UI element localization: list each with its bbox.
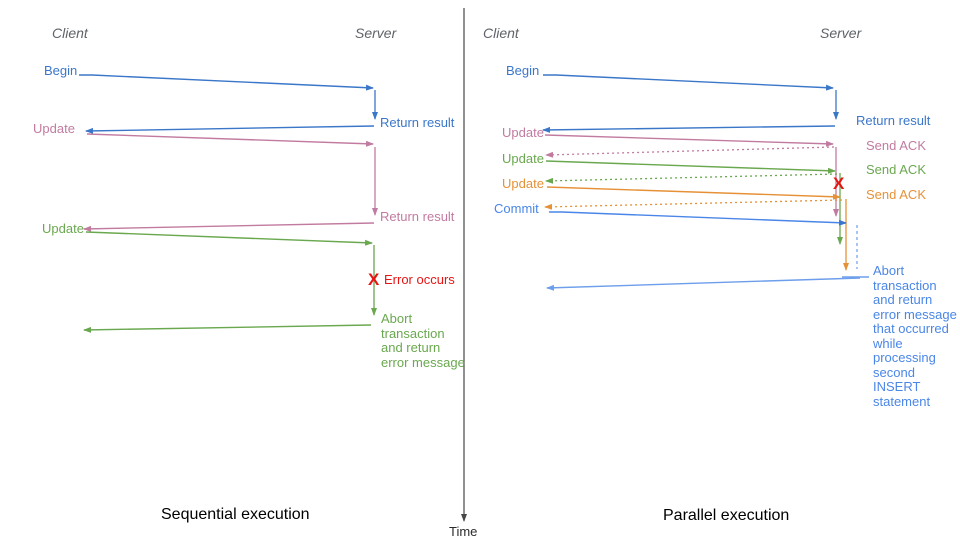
seq-abort-return-arrow — [83, 324, 372, 333]
seq-server-header: Server — [355, 25, 397, 41]
par-begin-label: Begin — [506, 63, 540, 78]
par-send-ack-3-label: Send ACK — [866, 187, 926, 202]
par-abort-note: Abort transaction and return error messa… — [873, 263, 957, 409]
par-update-3-label: Update — [502, 176, 544, 191]
seq-return-result-1-arrow — [85, 125, 375, 134]
par-commit-label: Commit — [494, 201, 539, 216]
par-send-ack-2-arrow — [545, 173, 838, 184]
par-update-2-label: Update — [502, 151, 544, 166]
par-update-1-label: Update — [502, 125, 544, 140]
par-caption: Parallel execution — [663, 507, 790, 524]
par-update-2-request-arrow — [545, 160, 836, 174]
seq-begin-label: Begin — [44, 63, 78, 78]
seq-error-x-icon: X — [368, 270, 380, 289]
par-send-ack-1-label: Send ACK — [866, 138, 926, 153]
par-error-x-icon: X — [833, 174, 845, 193]
seq-return-result-1-label: Return result — [380, 115, 455, 130]
seq-update-2-request-arrow — [85, 231, 373, 246]
seq-error-label: Error occurs — [384, 272, 455, 287]
par-begin-request-arrow — [543, 74, 834, 91]
par-server-header: Server — [820, 25, 862, 41]
par-update-1-request-arrow — [544, 134, 834, 147]
par-send-ack-3-arrow — [544, 199, 843, 210]
par-return-result-label: Return result — [856, 113, 931, 128]
seq-begin-request-arrow — [79, 74, 374, 91]
par-update-3-request-arrow — [546, 186, 841, 200]
seq-return-result-2-arrow — [83, 222, 375, 232]
time-axis-label: Time — [449, 524, 478, 539]
par-send-ack-1-arrow — [545, 146, 835, 158]
seq-update-1-label: Update — [33, 121, 75, 136]
seq-update-1-request-arrow — [86, 133, 374, 147]
par-commit-request-arrow — [549, 211, 847, 226]
seq-return-result-2-label: Return result — [380, 209, 455, 224]
seq-update-2-label: Update — [42, 221, 84, 236]
par-abort-return-arrow — [546, 277, 861, 291]
par-client-header: Client — [483, 25, 519, 41]
seq-client-header: Client — [52, 25, 88, 41]
seq-abort-note: Abort transaction and return error messa… — [381, 311, 465, 370]
seq-caption: Sequential execution — [161, 506, 310, 523]
par-send-ack-2-label: Send ACK — [866, 162, 926, 177]
par-return-result-arrow — [542, 125, 836, 133]
